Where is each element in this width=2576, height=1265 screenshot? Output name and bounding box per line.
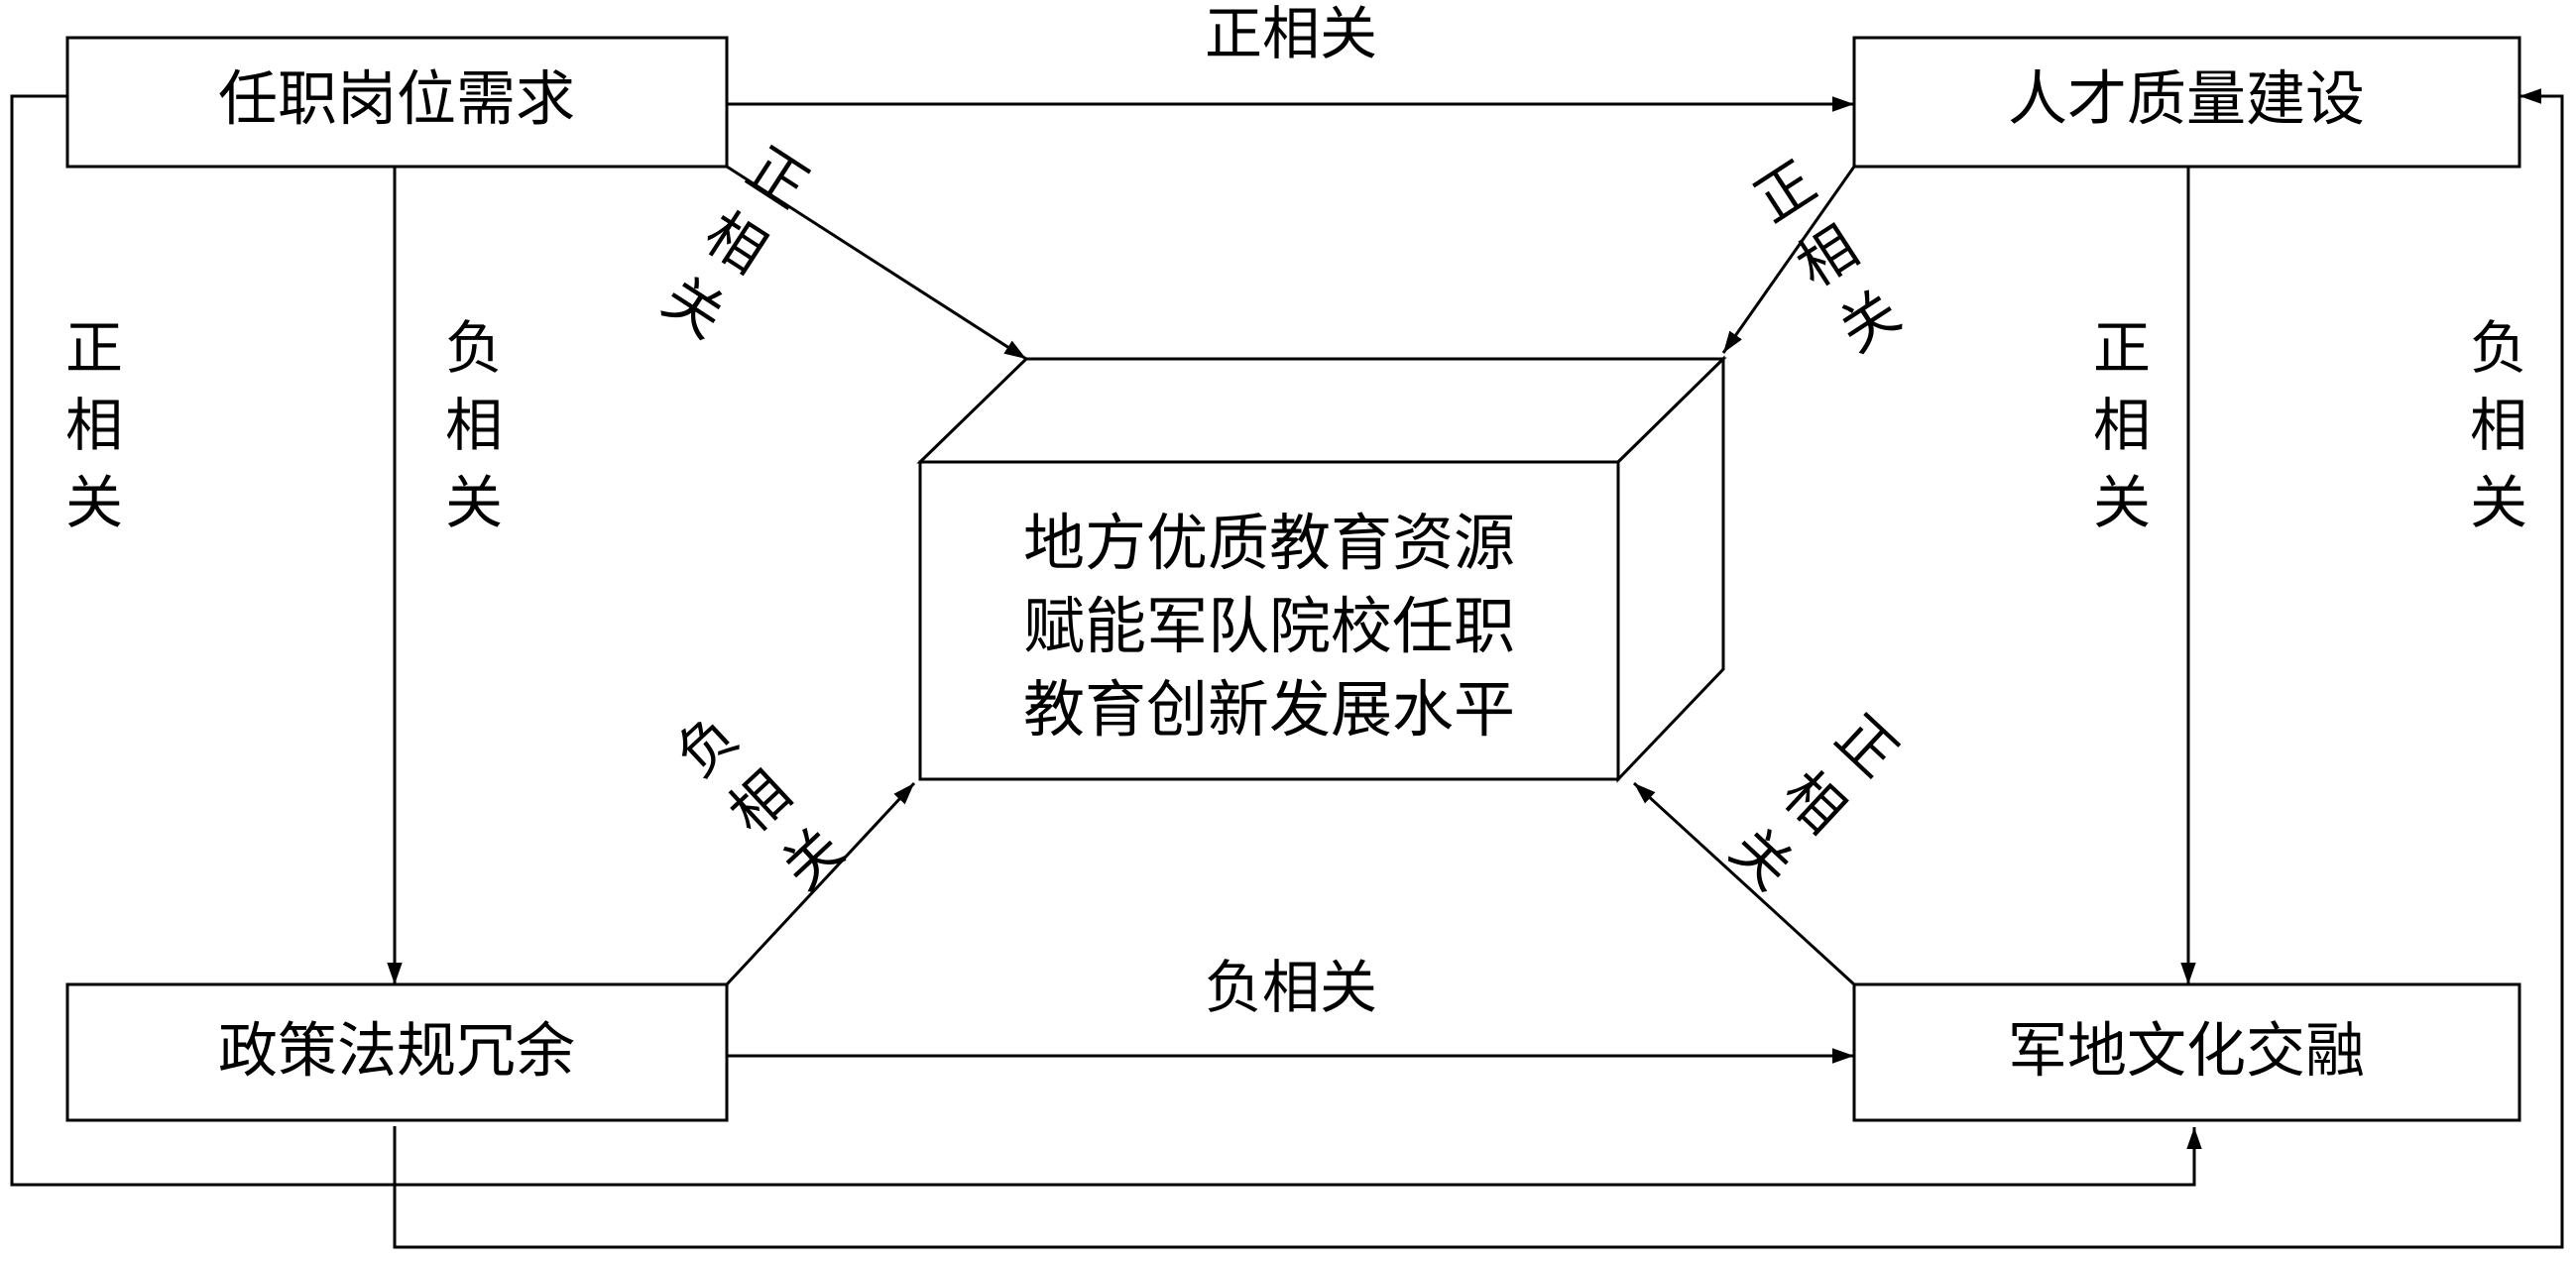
edge-label-outer-left-char: 关 [65, 469, 123, 536]
center-label-line-1: 地方优质教育资源 [1023, 507, 1515, 579]
edge-label-top-right-diag-char: 相 [1785, 212, 1870, 300]
edge-label-outer-left-char: 正 [65, 314, 123, 382]
center-box-top-face [916, 357, 1727, 464]
edge-label-left-vertical-char: 负 [445, 314, 503, 382]
node-bottom-left-label: 政策法规冗余 [218, 1017, 575, 1087]
node-bottom-right-label: 军地文化交融 [2008, 1017, 2365, 1087]
edge-label-outer-right: 负相关 [2470, 314, 2527, 536]
edge-label-bottom-right-diag: 正相关 [1717, 701, 1911, 902]
edge-label-top-left-diag-char: 关 [651, 264, 737, 352]
edge-label-left-vertical-char: 关 [445, 469, 503, 536]
edge-label-outer-left: 正相关 [65, 314, 123, 536]
arrow-bottom-right-to-center [1632, 781, 1856, 986]
edge-label-top-left-diag-char: 正 [736, 134, 821, 222]
center-box-front-face [918, 460, 1620, 781]
edge-label-right-vertical: 正相关 [2093, 314, 2151, 536]
edge-label-right-vertical-char: 关 [2093, 469, 2151, 536]
edge-label-outer-right-char: 负 [2470, 314, 2527, 382]
connectors [10, 88, 2564, 1249]
node-top-left-label: 任职岗位需求 [218, 65, 575, 135]
arrow-outer-left-loop [10, 94, 2202, 1187]
center-label-line-3: 教育创新发展水平 [1023, 673, 1515, 746]
edge-label-right-vertical-char: 正 [2093, 314, 2151, 382]
edge-label-left-vertical-char: 相 [445, 392, 503, 459]
node-top-left: 任职岗位需求 [65, 36, 729, 169]
edge-label-top: 正相关 [1205, 0, 1377, 67]
edge-label-top-right-diag: 正相关 [1743, 148, 1913, 365]
node-top-right-label: 人才质量建设 [2008, 65, 2365, 135]
edge-label-left-vertical: 负相关 [445, 314, 503, 536]
edge-label-bottom: 负相关 [1205, 954, 1377, 1021]
node-center: 地方优质教育资源 赋能军队院校任职 教育创新发展水平 [916, 355, 1727, 783]
edge-label-outer-left-char: 相 [65, 392, 123, 459]
node-top-right: 人才质量建设 [1852, 36, 2521, 169]
node-bottom-right: 军地文化交融 [1852, 982, 2521, 1122]
arrow-top-right-to-center [1721, 166, 1856, 354]
node-bottom-left: 政策法规冗余 [65, 982, 729, 1122]
center-label-line-2: 赋能军队院校任职 [1023, 590, 1515, 662]
arrow-top-left-to-center [726, 165, 1027, 361]
arrow-outer-right-loop [393, 88, 2564, 1249]
edge-label-outer-right-char: 相 [2470, 392, 2527, 459]
edge-label-outer-right-char: 关 [2470, 469, 2527, 536]
edge-label-top-right-diag-char: 关 [1827, 278, 1913, 366]
edge-label-bottom-left-diag: 负相关 [663, 701, 857, 902]
edge-label-top-left-diag-char: 相 [693, 198, 778, 287]
edge-label-right-vertical-char: 相 [2093, 392, 2151, 459]
arrow-bottom-left-to-center [725, 781, 916, 986]
